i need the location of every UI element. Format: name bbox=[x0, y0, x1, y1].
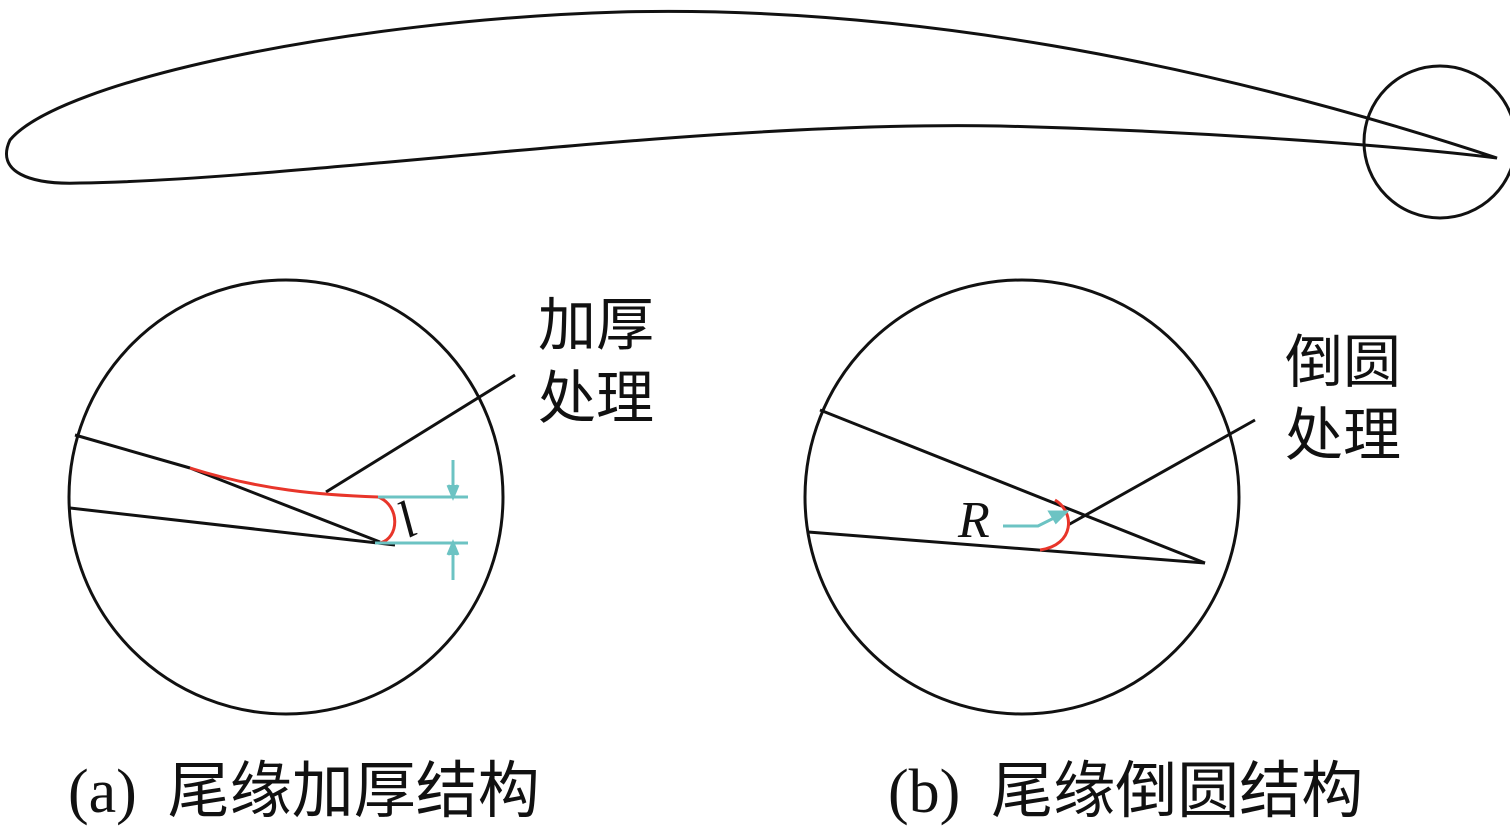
leader-line-a bbox=[325, 373, 516, 494]
leader-line-b bbox=[1067, 418, 1256, 527]
original-upper-line-a bbox=[189, 466, 381, 544]
detail-circle-b bbox=[803, 278, 1241, 716]
radius-label: R bbox=[957, 492, 990, 549]
lower-surface-b bbox=[807, 530, 1206, 565]
caption-b: (b) 尾缘倒圆结构 bbox=[888, 758, 1363, 826]
thickening-note-line2: 处理 bbox=[538, 364, 654, 432]
lower-surface-a bbox=[69, 506, 396, 547]
detail-circle-a bbox=[67, 278, 505, 716]
rounding-note-line2: 处理 bbox=[1285, 401, 1401, 469]
upper-surface-a bbox=[74, 433, 191, 470]
thickening-note-line1: 加厚 bbox=[538, 291, 654, 359]
thickened-edge-a bbox=[189, 466, 397, 545]
upper-surface-b bbox=[819, 408, 1206, 565]
caption-a: (a) 尾缘加厚结构 bbox=[68, 758, 540, 826]
airfoil-outline bbox=[5, 9, 1498, 185]
dimension-l bbox=[375, 460, 1070, 580]
rounding-note-line1: 倒圆 bbox=[1285, 328, 1401, 396]
trailing-edge-marker-circle bbox=[1362, 64, 1510, 220]
rounded-edge-b bbox=[1039, 498, 1070, 552]
